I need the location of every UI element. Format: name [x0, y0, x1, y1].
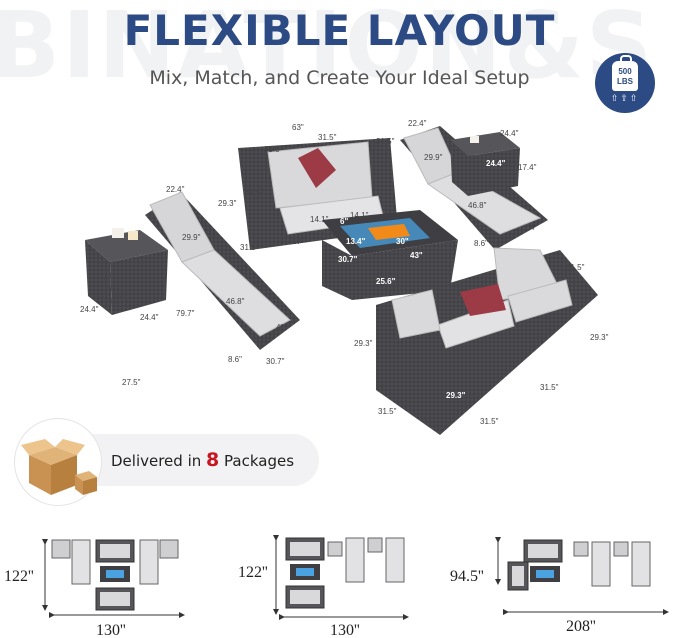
- right-table-depth-label: 24.4": [486, 159, 506, 168]
- left-lounger-width-label: 22.4": [166, 185, 185, 194]
- right-side-table: [450, 132, 520, 196]
- sectional-sofa: [376, 247, 598, 435]
- fire-width-label: 30": [396, 237, 409, 246]
- fire-base-label: 25.6": [376, 277, 396, 286]
- packages-prefix: Delivered in: [111, 452, 207, 470]
- right-lounger-height-label: 8.6": [474, 239, 488, 248]
- sectional-pillow: [460, 284, 506, 316]
- right-table-height-label: 17.4": [518, 163, 537, 172]
- cardboard-box-icon: [21, 439, 97, 495]
- dimension-labels: 63" 31.5" 31.5" 31.5" 31.5" 29.3" 31.5" …: [80, 119, 609, 426]
- packages-text: Delivered in 8 Packages: [111, 449, 294, 471]
- left-side-table: [85, 228, 168, 315]
- left-gap-label: 27.5": [122, 378, 141, 387]
- layout-option-2: [273, 535, 409, 620]
- left-lounger-height-label: 8.6": [228, 355, 242, 364]
- weight-capacity-badge: 500 LBS ⇧⇧⇧: [595, 53, 655, 113]
- packages-count: 8: [206, 449, 220, 471]
- sectional-front-left-label: 31.5": [378, 407, 397, 416]
- loveseat-seat-height-label: 17": [292, 237, 304, 246]
- right-lounger-width-label: 22.4": [408, 119, 427, 128]
- weight-value: 500: [618, 67, 632, 76]
- delivery-packages-banner: Delivered in 8 Packages: [14, 418, 319, 506]
- weight-capacity-icon: 500 LBS: [612, 55, 638, 91]
- packages-suffix: Packages: [219, 452, 295, 470]
- right-lounger-seat-label: 4": [530, 223, 537, 232]
- layout-3-height: 94.5'': [450, 568, 484, 585]
- right-lounger-back-label: 29.9": [424, 153, 443, 162]
- sectional-front-right-label: 31.5": [480, 417, 499, 426]
- left-lounger-length-label: 46.8": [226, 297, 245, 306]
- left-table-depth-label: 24.4": [80, 305, 99, 314]
- fire-table: [322, 210, 458, 300]
- fire-height-label: 30.7": [338, 255, 358, 264]
- left-lounger-depth-label: 30.7": [266, 357, 285, 366]
- layout-option-1: [42, 539, 185, 618]
- fire-length-label: 43": [410, 251, 423, 260]
- sectional-right-label: 29.3": [590, 333, 609, 342]
- loveseat-width-label: 63": [292, 123, 304, 132]
- layout-2-height: 122'': [238, 564, 268, 581]
- weight-unit: LBS: [617, 77, 633, 86]
- layout-2-width: 130'': [330, 622, 360, 638]
- left-lounger-reclined-label: 79.7": [176, 309, 195, 318]
- left-lounger-back-label: 29.9": [182, 233, 201, 242]
- loveseat-half-left-label: 31.5": [264, 145, 283, 154]
- fire-depth-label: 13.4": [346, 237, 366, 246]
- layout-option-3: [495, 537, 669, 615]
- left-lounger-seat-label: 4": [276, 323, 283, 332]
- loveseat-half-right-label: 31.5": [318, 133, 337, 142]
- layout-1-height: 122'': [4, 568, 34, 585]
- decorative-pillow: [298, 148, 336, 188]
- loveseat-arm-b-label: 14.1": [350, 211, 369, 220]
- page-title: FLEXIBLE LAYOUT: [123, 6, 556, 55]
- left-lounger: [145, 191, 300, 350]
- page-subtitle: Mix, Match, and Create Your Ideal Setup: [149, 67, 530, 89]
- loveseat-height-label: 31.5": [245, 188, 264, 197]
- left-table-height-label: 17.4": [108, 293, 127, 302]
- sectional-corner-label: 29.3": [446, 391, 466, 400]
- loveseat-right-depth-label: 31.5": [376, 137, 395, 146]
- right-lounger-length-label: 46.8": [468, 201, 487, 210]
- layout-options: 122'' 130'' 122'' 130'' 94.5'' 208'': [0, 520, 679, 638]
- fire-offset-label: 6": [340, 217, 348, 226]
- sectional-left-label: 29.3": [354, 339, 373, 348]
- furniture-scene: 63" 31.5" 31.5" 31.5" 31.5" 29.3" 31.5" …: [80, 119, 609, 435]
- layout-3-width: 208'': [566, 618, 596, 635]
- layout-1-width: 130'': [96, 622, 126, 638]
- packages-circle: [14, 418, 102, 506]
- up-arrows-icon: ⇧⇧⇧: [610, 93, 640, 103]
- loveseat-arm-a-label: 14.1": [310, 215, 329, 224]
- right-table-width-label: 24.4": [500, 129, 519, 138]
- loveseat-front-depth-label: 31.5": [240, 243, 259, 252]
- sectional-top-label: 31.5": [566, 263, 585, 272]
- loveseat-side-depth-label: 29.3": [218, 199, 237, 208]
- background-watermark: BINATION&S: [0, 0, 655, 99]
- sectional-back-label: 31.5": [540, 383, 559, 392]
- layout-diagrams: [42, 535, 669, 620]
- left-table-width-label: 24.4": [140, 313, 159, 322]
